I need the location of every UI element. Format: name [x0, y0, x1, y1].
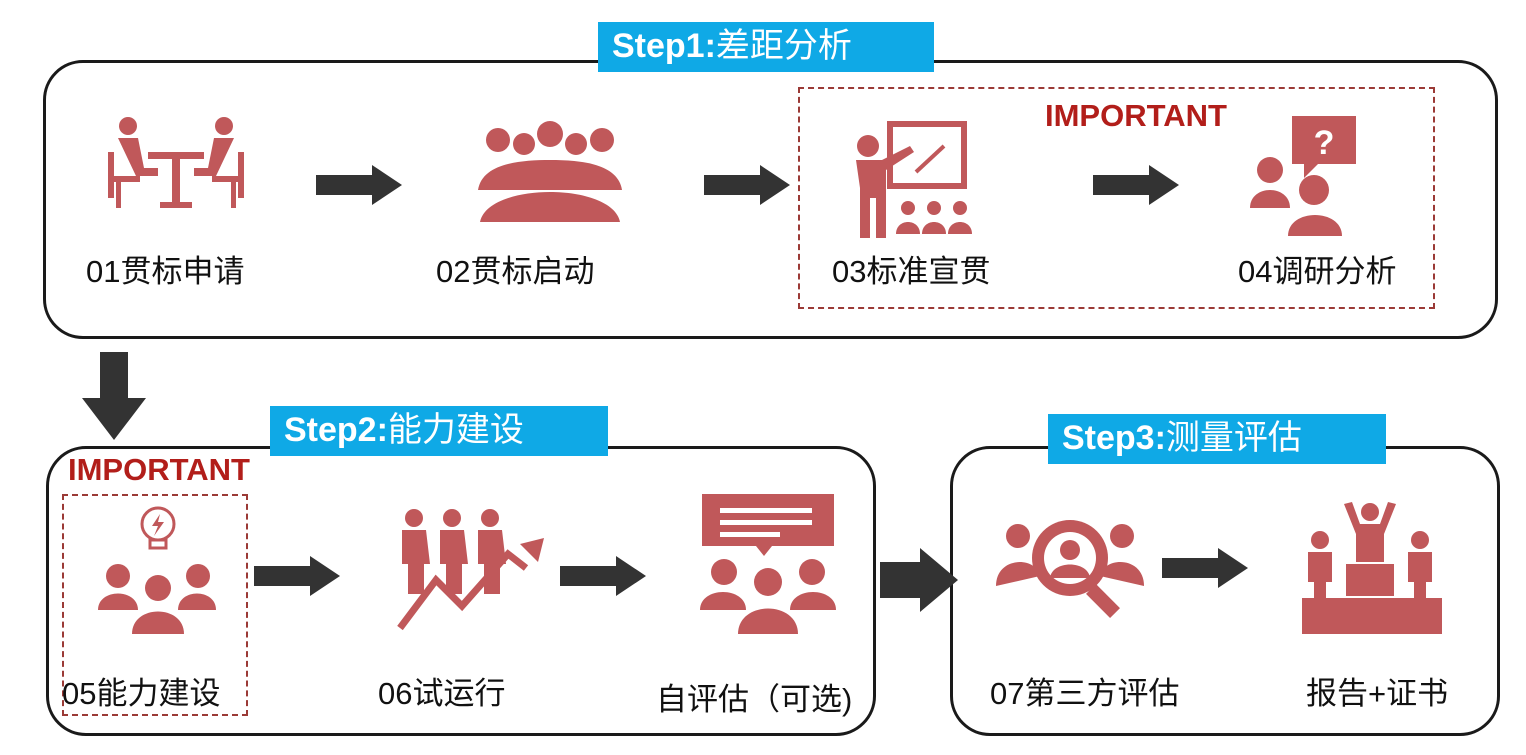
- feedback-team-icon: [700, 494, 836, 634]
- presentation-icon: [856, 121, 972, 238]
- step3-prefix: Step3:: [1062, 419, 1166, 457]
- meeting-table-icon: [108, 117, 244, 208]
- question-people-icon: ?: [1250, 116, 1356, 236]
- arrow-06-self: [560, 556, 646, 596]
- arrow-step2-step3: [880, 548, 958, 612]
- node-label-03: 03标准宣贯: [832, 254, 991, 289]
- arrow-03-04: [1093, 165, 1179, 205]
- step2-prefix: Step2:: [284, 411, 388, 449]
- node-label-02: 02贯标启动: [436, 254, 595, 289]
- step3-tag: Step3:测量评估: [1048, 414, 1386, 464]
- node-label-06: 06试运行: [378, 676, 506, 711]
- arrow-05-06: [254, 556, 340, 596]
- growth-team-icon: [397, 509, 544, 631]
- important-label-step1: IMPORTANT: [1045, 98, 1227, 133]
- step1-tag: Step1:差距分析: [598, 22, 934, 72]
- important-box-step1: [798, 87, 1435, 309]
- arrow-01-02: [316, 165, 402, 205]
- podium-icon: [1302, 502, 1442, 634]
- arrow-02-03: [704, 165, 790, 205]
- node-label-05: 05能力建设: [62, 676, 221, 711]
- important-label-step2: IMPORTANT: [68, 452, 250, 487]
- svg-text:?: ?: [1314, 124, 1335, 162]
- node-label-self-eval: 自评估（可选): [656, 682, 853, 717]
- node-label-04: 04调研分析: [1238, 254, 1397, 289]
- arrow-step1-step2: [82, 352, 146, 440]
- step1-prefix: Step1:: [612, 27, 716, 65]
- magnifier-team-icon: [996, 520, 1144, 618]
- step2-tag: Step2:能力建设: [270, 406, 608, 456]
- arrow-07-report: [1162, 548, 1248, 588]
- node-label-report: 报告+证书: [1306, 676, 1449, 711]
- group-meeting-icon: [478, 121, 622, 222]
- idea-team-icon: [98, 506, 216, 634]
- node-label-01: 01贯标申请: [86, 254, 245, 289]
- step3-panel: [950, 446, 1500, 736]
- node-label-07: 07第三方评估: [990, 676, 1180, 711]
- step1-title: 差距分析: [715, 27, 852, 65]
- step2-title: 能力建设: [387, 411, 524, 449]
- step3-title: 测量评估: [1165, 419, 1302, 457]
- important-box-step2: [62, 494, 248, 716]
